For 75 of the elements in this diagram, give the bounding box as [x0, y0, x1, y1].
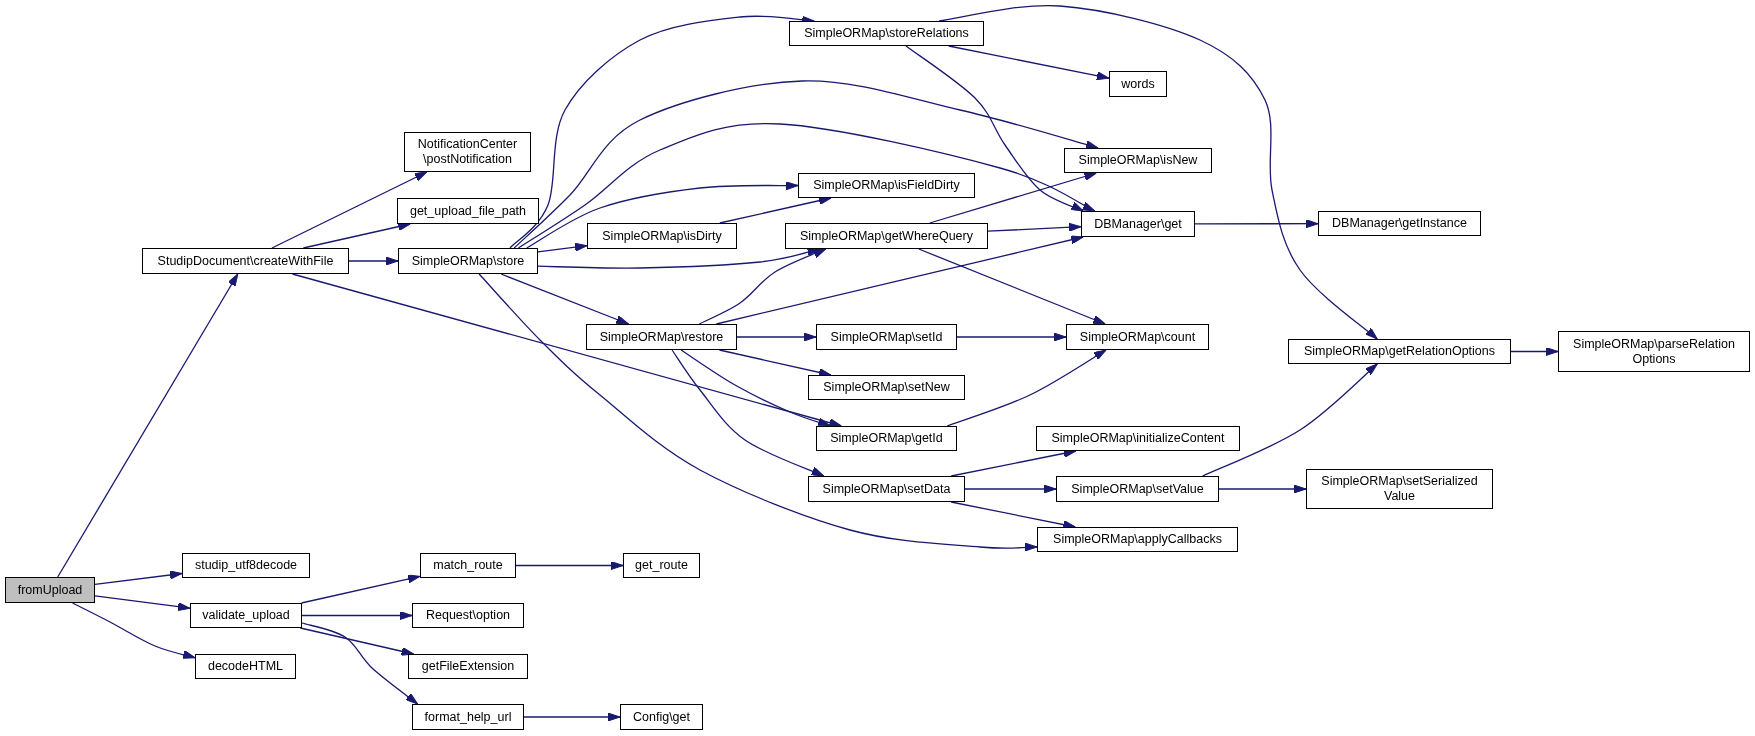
function-box: SimpleORMap\parseRelation Options: [1558, 331, 1750, 372]
function-box: StudipDocument\createWithFile: [142, 248, 349, 274]
call-arrow: [946, 349, 1107, 427]
call-arrow: [1218, 484, 1307, 494]
call-arrow: [537, 242, 588, 253]
call-arrow: [956, 332, 1067, 342]
function-box: SimpleORMap\isNew: [1064, 148, 1212, 173]
function-box: SimpleORMap\initializeContent: [1036, 426, 1240, 451]
call-arrow: [938, 4, 1378, 340]
call-arrow: [71, 602, 196, 659]
function-box: Request\option: [412, 603, 524, 628]
call-arrow: [680, 349, 831, 427]
function-box: SimpleORMap\getRelationOptions: [1288, 339, 1511, 364]
call-arrow: [517, 122, 1096, 249]
call-arrow: [736, 332, 817, 342]
function-box: DBManager\get: [1081, 211, 1195, 237]
function-box: SimpleORMap\count: [1066, 324, 1209, 350]
call-arrow: [299, 627, 415, 656]
function-box: Config\get: [620, 704, 703, 730]
call-arrow: [301, 622, 419, 705]
call-arrow: [291, 273, 842, 428]
function-box: SimpleORMap\storeRelations: [789, 21, 984, 46]
function-box: SimpleORMap\setSerialized Value: [1306, 469, 1493, 509]
function-box: SimpleORMap\store: [398, 248, 538, 274]
function-box: SimpleORMap\applyCallbacks: [1037, 527, 1238, 552]
function-box: SimpleORMap\getWhereQuery: [785, 223, 988, 249]
call-arrow: [57, 273, 239, 578]
call-arrow: [300, 574, 421, 604]
call-arrow: [715, 235, 1084, 325]
function-box: studip_utf8decode: [182, 553, 310, 578]
call-arrow: [348, 256, 399, 266]
call-arrow: [929, 172, 1097, 224]
call-arrow: [671, 349, 825, 477]
function-box: SimpleORMap\setNew: [808, 375, 965, 400]
call-arrow: [987, 222, 1082, 232]
call-arrow: [964, 484, 1057, 494]
function-box: SimpleORMap\isFieldDirty: [798, 173, 975, 198]
call-arrow: [698, 248, 827, 325]
function-box: NotificationCenter \postNotification: [404, 132, 531, 172]
function-box: match_route: [420, 553, 516, 578]
function-box: getFileExtension: [408, 654, 528, 679]
function-box: DBManager\getInstance: [1318, 211, 1481, 236]
call-arrow: [719, 196, 832, 224]
call-arrow: [523, 712, 621, 722]
function-box: words: [1109, 71, 1167, 97]
call-arrow: [718, 349, 832, 377]
call-arrow: [526, 181, 799, 249]
call-arrow: [515, 561, 624, 570]
call-arrow: [1510, 347, 1559, 356]
call-arrow: [1202, 363, 1378, 477]
call-arrow: [302, 222, 411, 249]
call-arrow: [94, 570, 183, 586]
function-box: fromUpload: [5, 577, 95, 603]
function-box: SimpleORMap\getId: [816, 426, 957, 451]
call-arrow: [509, 15, 815, 249]
call-arrow: [94, 595, 191, 612]
function-box: SimpleORMap\isDirty: [587, 223, 737, 249]
function-box: SimpleORMap\restore: [586, 324, 737, 350]
call-arrow: [905, 45, 1084, 212]
call-arrow: [500, 273, 630, 325]
function-box: SimpleORMap\setValue: [1056, 476, 1219, 502]
function-box: decodeHTML: [195, 654, 296, 679]
function-box: SimpleORMap\setData: [808, 476, 965, 502]
call-arrow: [1194, 219, 1319, 229]
call-arrow: [918, 248, 1106, 325]
function-box: validate_upload: [190, 603, 302, 628]
function-box: get_upload_file_path: [397, 198, 539, 224]
call-arrow: [478, 273, 1038, 552]
call-arrow: [271, 171, 428, 249]
call-arrow: [513, 80, 1099, 249]
function-box: get_route: [623, 553, 700, 578]
function-box: SimpleORMap\setId: [816, 324, 957, 350]
function-box: format_help_url: [412, 704, 524, 730]
call-arrow: [301, 611, 413, 620]
call-arrow: [948, 45, 1110, 81]
